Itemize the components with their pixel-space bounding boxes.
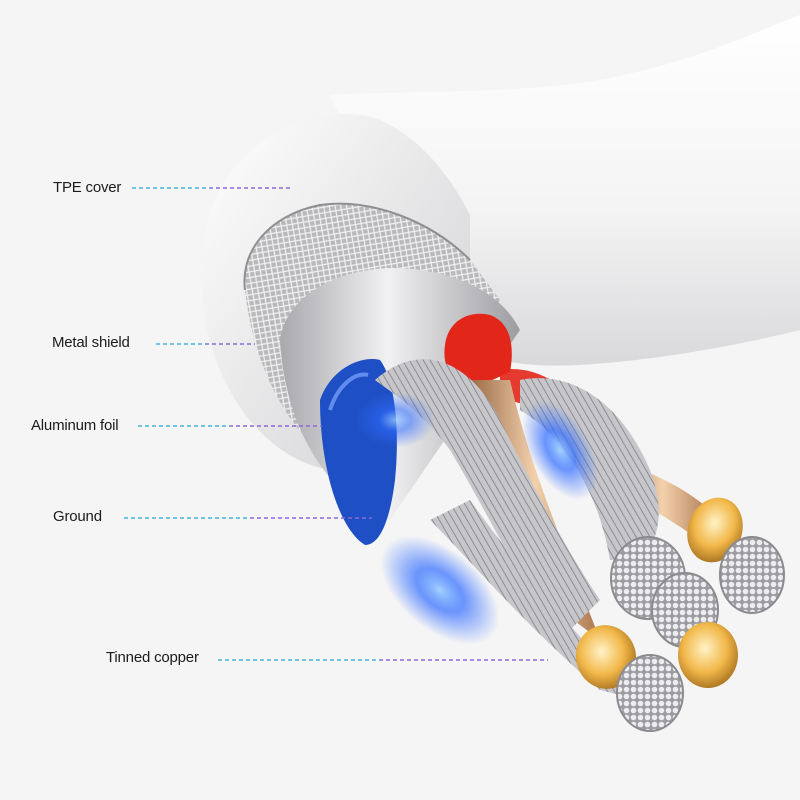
tinned-conductor-end xyxy=(719,536,785,614)
tpe-cover-label: TPE cover xyxy=(53,179,122,196)
ground-label: Ground xyxy=(53,508,102,525)
gold-conductor-end xyxy=(687,497,743,563)
aluminum-foil-label: Aluminum foil xyxy=(31,417,119,434)
blue-glow-highlight xyxy=(355,392,598,645)
metal-shield-label: Metal shield xyxy=(52,334,130,351)
leader-lines xyxy=(124,187,548,661)
gold-conductor-end xyxy=(678,622,738,688)
conductor-ends xyxy=(575,497,785,732)
tinned-copper-label: Tinned copper xyxy=(106,649,199,666)
tinned-conductor-end xyxy=(616,654,684,732)
